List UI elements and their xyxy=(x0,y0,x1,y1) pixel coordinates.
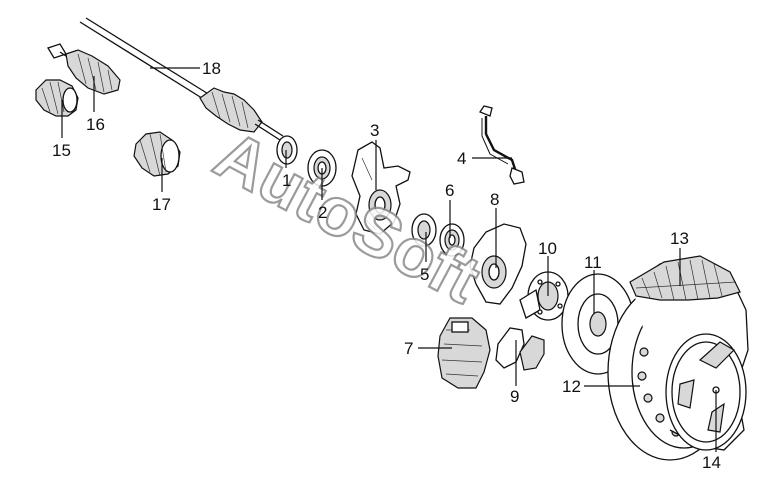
callout-16: 16 xyxy=(86,115,105,134)
callout-1: 1 xyxy=(282,171,291,190)
callout-14: 14 xyxy=(702,453,721,472)
steering-knuckle xyxy=(351,141,411,235)
brake-hose xyxy=(479,105,525,185)
brake-pads xyxy=(495,327,545,371)
callout-labels: 18 16 15 17 1 2 3 4 6 5 8 10 11 13 7 9 1… xyxy=(52,59,721,472)
callout-4: 4 xyxy=(457,149,466,168)
wheel-bearing xyxy=(411,213,437,247)
callout-15: 15 xyxy=(52,141,71,160)
callout-18: 18 xyxy=(202,59,221,78)
callout-3: 3 xyxy=(370,121,379,140)
brake-caliper xyxy=(437,317,491,389)
brake-shield xyxy=(469,223,527,305)
callout-8: 8 xyxy=(490,190,499,209)
callout-11: 11 xyxy=(584,253,602,272)
boot-small xyxy=(35,79,79,117)
watermark: AutoSoft xyxy=(202,115,493,319)
callout-7: 7 xyxy=(404,339,413,358)
callout-9: 9 xyxy=(510,387,519,406)
callout-10: 10 xyxy=(538,239,557,258)
inner-cv-joint xyxy=(47,43,121,95)
callout-2: 2 xyxy=(318,203,327,222)
callout-12: 12 xyxy=(562,377,581,396)
callout-17: 17 xyxy=(152,195,171,214)
callout-5: 5 xyxy=(420,265,429,284)
callout-13: 13 xyxy=(670,229,689,248)
watermark-text: AutoSoft xyxy=(203,116,492,318)
boot-large xyxy=(133,131,181,177)
leader-lines xyxy=(61,67,717,452)
wheel-hub xyxy=(519,271,569,321)
callout-6: 6 xyxy=(445,181,454,200)
seal-ring xyxy=(276,135,298,165)
wheel-cover xyxy=(665,333,747,451)
bearing-nut xyxy=(439,223,465,257)
drive-shaft xyxy=(79,17,284,141)
